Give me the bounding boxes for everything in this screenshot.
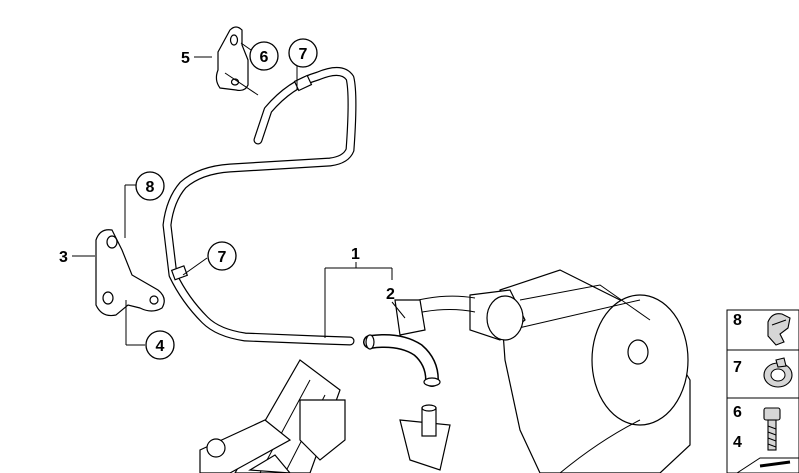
legend-row-4: 4 <box>733 407 781 451</box>
legend-corner-tab <box>736 457 799 473</box>
svg-text:3: 3 <box>59 249 68 266</box>
hose-clip-icon <box>767 313 791 346</box>
svg-text:8: 8 <box>146 179 155 196</box>
callout-7-top: 7 <box>288 38 318 68</box>
svg-text:7: 7 <box>299 46 308 63</box>
svg-text:5: 5 <box>181 50 190 67</box>
legend-frame <box>726 309 799 473</box>
svg-text:4: 4 <box>156 338 165 355</box>
svg-text:4: 4 <box>733 434 742 451</box>
bracket-left <box>95 229 165 317</box>
svg-text:2: 2 <box>386 286 395 303</box>
hose-clamp-middle <box>170 265 189 281</box>
svg-text:1: 1 <box>351 246 360 263</box>
callout-4: 4 <box>145 330 175 360</box>
intake-structure <box>199 359 451 473</box>
callout-1: 1 <box>351 246 360 263</box>
bolt-icon <box>763 407 781 451</box>
svg-text:7: 7 <box>218 249 227 266</box>
svg-text:6: 6 <box>733 404 742 421</box>
svg-text:8: 8 <box>733 312 742 329</box>
callout-7-middle: 7 <box>207 241 237 271</box>
legend-row-6: 6 <box>733 404 742 421</box>
callout-8: 8 <box>135 171 165 201</box>
clamp-icon <box>763 357 793 388</box>
callout-5: 5 <box>181 50 190 67</box>
callout-6: 6 <box>249 41 279 71</box>
legend-row-7: 7 <box>733 357 793 388</box>
callout-3: 3 <box>59 249 68 266</box>
small-parts-legend: 8 7 6 4 <box>726 309 799 473</box>
svg-text:7: 7 <box>733 359 742 376</box>
svg-text:6: 6 <box>260 49 269 66</box>
legend-row-8: 8 <box>733 312 791 346</box>
vacuum-pump-assembly <box>394 269 691 473</box>
bracket-top <box>215 26 259 96</box>
vacuum-hose-elbow <box>363 334 441 387</box>
vacuum-hose-main <box>162 67 357 346</box>
callout-2: 2 <box>386 286 395 303</box>
